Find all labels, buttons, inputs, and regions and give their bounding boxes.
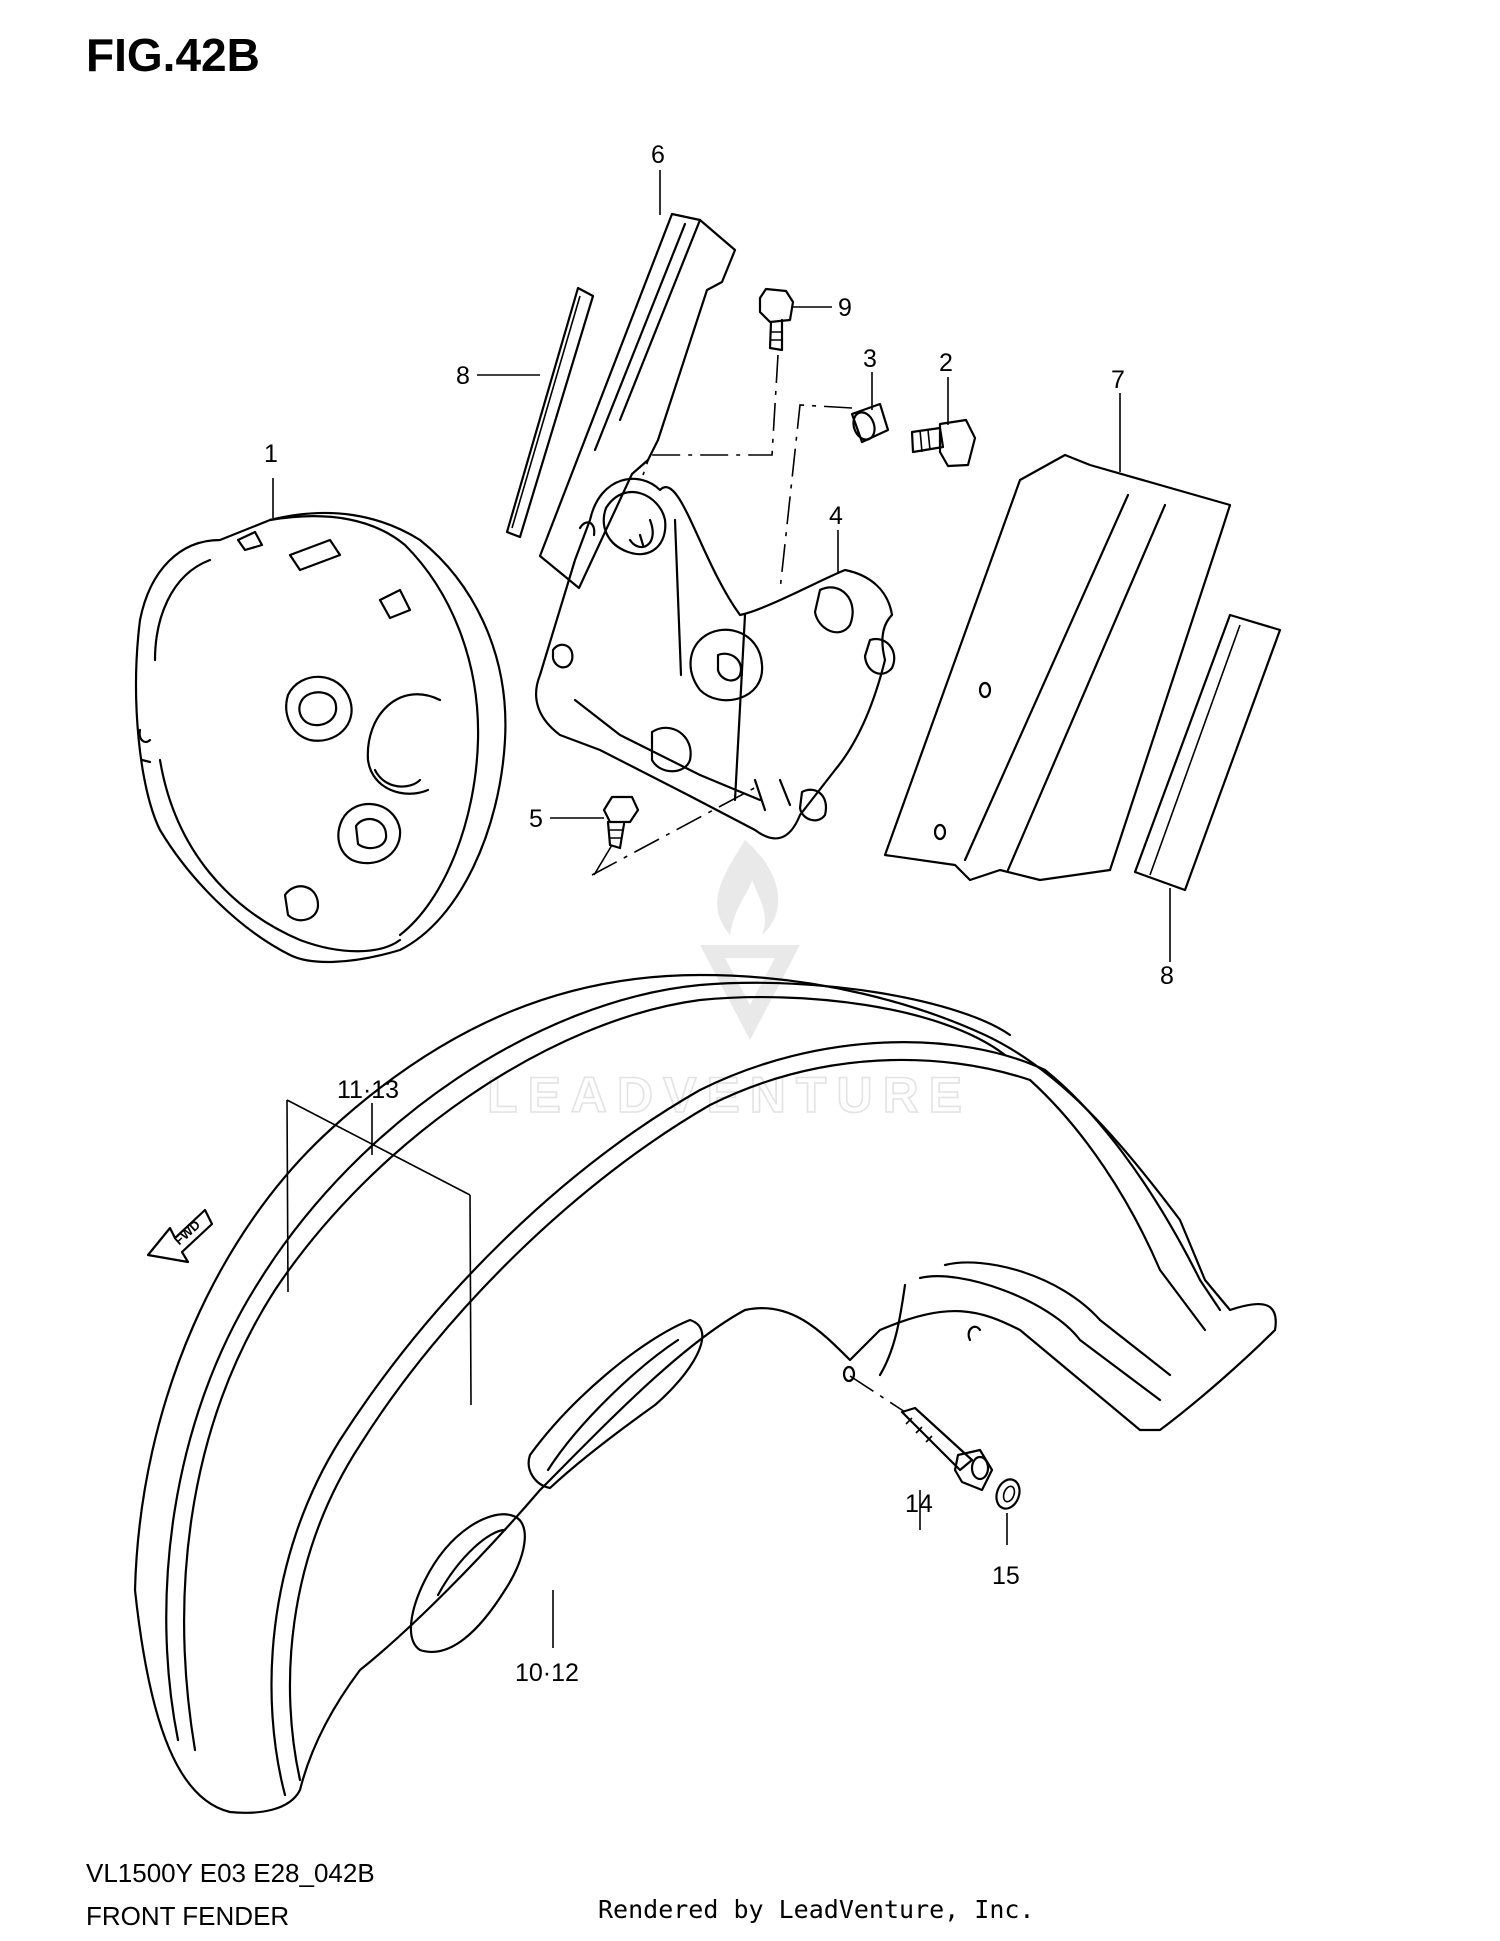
part-8-trim-upper <box>505 286 595 539</box>
part-7-lower-cover <box>883 453 1232 882</box>
watermark-chevron <box>700 945 800 1040</box>
callout-4: 4 <box>829 502 843 530</box>
fwd-arrow-icon: FWD <box>146 1208 214 1264</box>
callout-9: 9 <box>838 294 852 322</box>
leader-lines <box>272 170 1171 1648</box>
part-3-collar <box>850 402 890 444</box>
flame-logo-icon <box>717 840 779 935</box>
part-2-screw <box>910 418 977 468</box>
model-code: VL1500Y E03 E28_042B <box>86 1858 375 1888</box>
part-4-bracket <box>535 477 896 840</box>
callout-15: 15 <box>992 1562 1020 1590</box>
callout-2: 2 <box>939 349 953 377</box>
watermark-text: LEADVENTURE <box>487 1067 972 1123</box>
fwd-label: FWD <box>171 1217 203 1248</box>
part-9-bolt <box>758 287 795 352</box>
part-14-bolt <box>900 1406 994 1492</box>
section-name: FRONT FENDER <box>86 1901 290 1931</box>
callout-7: 7 <box>1111 366 1125 394</box>
part-6-upper-cover <box>538 212 737 590</box>
callout-5: 5 <box>529 805 543 833</box>
render-credit: Rendered by LeadVenture, Inc. <box>598 1895 1035 1924</box>
callout-14: 14 <box>905 1490 933 1518</box>
watermark: LEADVENTURE <box>486 840 972 1124</box>
part-10-12-front-fender <box>133 973 1277 1814</box>
callout-10-12: 10·12 <box>515 1659 579 1687</box>
part-5-bolt <box>602 795 640 850</box>
part-1-housing <box>134 511 507 964</box>
callout-8-upper: 8 <box>456 362 470 390</box>
callout-11-13: 11·13 <box>337 1076 399 1104</box>
part-15-washer <box>995 1478 1021 1510</box>
callout-3: 3 <box>863 345 877 373</box>
callout-1: 1 <box>264 440 278 468</box>
callout-labels: 6 9 3 2 8 7 1 4 5 8 11·13 14 15 10·12 <box>264 141 1174 1687</box>
callout-8-lower: 8 <box>1160 962 1174 990</box>
callout-6: 6 <box>651 141 665 169</box>
part-8-trim-lower <box>1133 613 1282 892</box>
figure-title: FIG.42B <box>86 29 260 81</box>
